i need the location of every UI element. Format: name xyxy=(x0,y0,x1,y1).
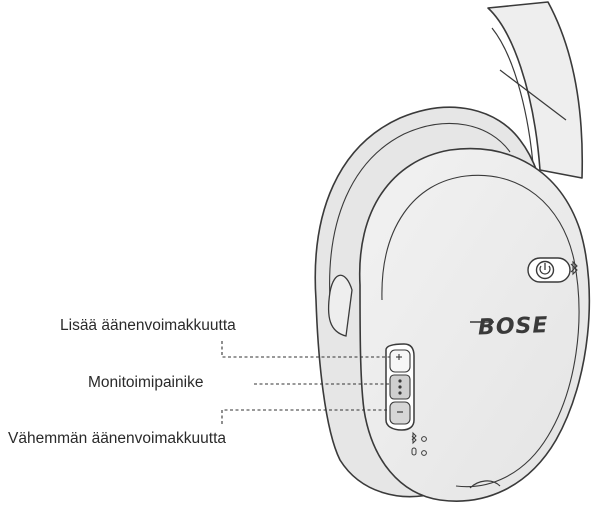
label-volume-up: Lisää äänenvoimakkuutta xyxy=(60,318,236,334)
volume-up-button[interactable] xyxy=(390,350,410,372)
power-switch[interactable] xyxy=(528,258,570,282)
power-icon xyxy=(537,262,554,279)
bose-logo: BOSE xyxy=(478,313,549,340)
multifunction-button[interactable] xyxy=(390,375,410,399)
volume-down-button[interactable] xyxy=(390,402,410,424)
control-buttons xyxy=(386,344,414,430)
label-multifunction: Monitoimipainike xyxy=(88,375,203,391)
label-volume-down: Vähemmän äänenvoimakkuutta xyxy=(8,431,226,447)
